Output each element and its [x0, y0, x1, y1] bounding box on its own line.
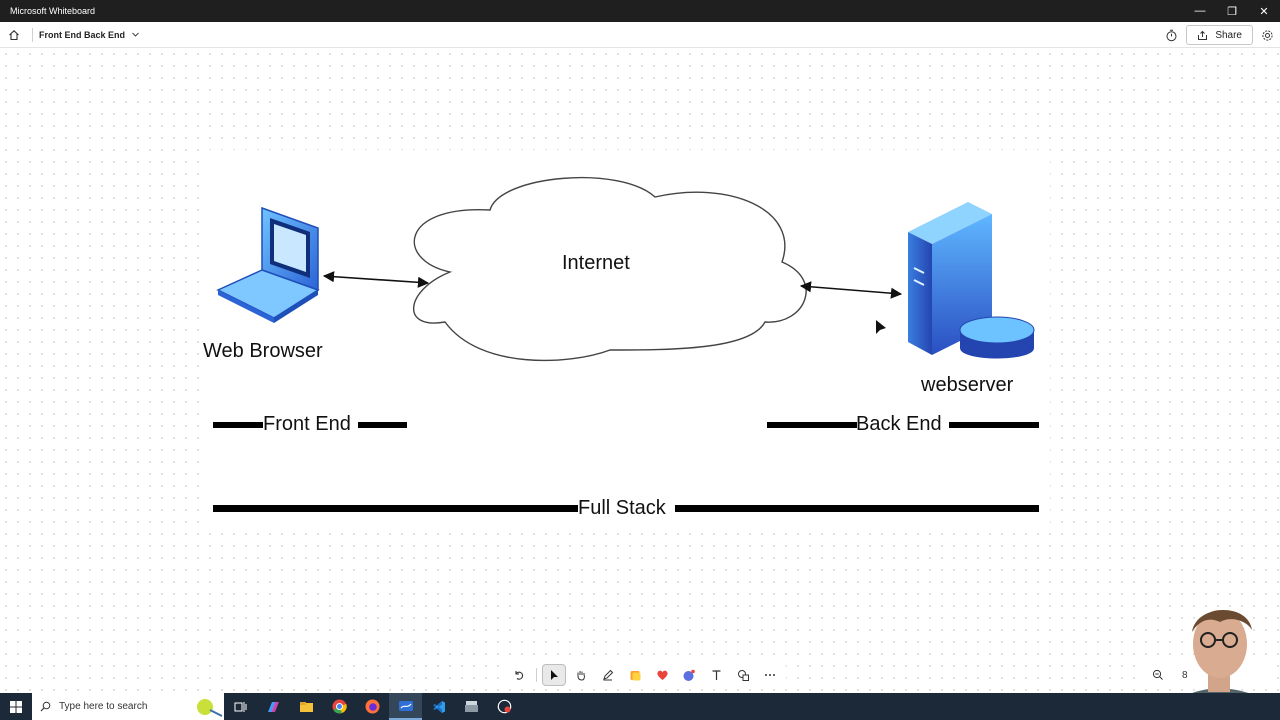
reaction-icon: [656, 670, 668, 680]
server-icon: [908, 202, 1035, 359]
front-end-label: Front End: [263, 413, 351, 435]
sticky-note-icon: [630, 670, 640, 680]
taskbar-search-box[interactable]: Type here to search: [32, 693, 224, 720]
zoom-out-icon[interactable]: [1152, 669, 1164, 681]
toolbar-right: Share: [1165, 22, 1274, 48]
pen-tool-button[interactable]: [596, 664, 620, 686]
copilot-button[interactable]: [677, 664, 701, 686]
web-browser-label: Web Browser: [203, 340, 323, 362]
taskbar-chrome[interactable]: [323, 693, 356, 720]
windows-taskbar: Type here to search: [0, 693, 1280, 720]
home-button[interactable]: [2, 23, 26, 47]
home-icon: [9, 29, 19, 40]
full-stack-bar-left: [213, 505, 578, 512]
architecture-diagram[interactable]: Internet Web Browser webserver Front End…: [200, 150, 1050, 530]
pen-icon: [603, 669, 614, 681]
toolbar-divider: [32, 27, 33, 42]
search-highlight-icon: [197, 698, 223, 717]
window-controls: — ❐ ✕: [1184, 0, 1280, 22]
taskbar-firefox[interactable]: [356, 693, 389, 720]
more-icon: [765, 674, 775, 676]
restore-button[interactable]: ❐: [1227, 5, 1237, 18]
hand-pan-icon: [577, 671, 585, 681]
shapes-icon: [737, 669, 749, 681]
chevron-down-icon: [132, 32, 139, 37]
folder-app-icon: [465, 701, 478, 712]
app-toolbar: Front End Back End Share: [0, 22, 1280, 48]
text-tool-button[interactable]: [704, 664, 728, 686]
search-placeholder: Type here to search: [59, 701, 148, 712]
back-end-label: Back End: [856, 413, 942, 435]
undo-icon: [515, 671, 524, 680]
taskbar-recorder[interactable]: [488, 693, 521, 720]
zoom-level: 8: [1182, 669, 1188, 681]
front-end-bar-left: [213, 422, 263, 428]
copilot-icon: [683, 669, 695, 681]
timer-icon[interactable]: [1165, 29, 1178, 42]
full-stack-bar-right: [675, 505, 1039, 512]
text-icon: [712, 670, 720, 680]
browser-internet-arrow: [322, 271, 430, 288]
sticky-note-button[interactable]: [623, 664, 647, 686]
screen-recorder-icon: [497, 699, 512, 714]
taskbar-folder-app[interactable]: [455, 693, 488, 720]
share-label: Share: [1215, 29, 1242, 41]
whiteboard-app-icon: [398, 700, 413, 711]
select-icon: [550, 670, 558, 680]
start-button[interactable]: [0, 693, 32, 720]
taskbar-file-explorer[interactable]: [290, 693, 323, 720]
minimize-button[interactable]: —: [1194, 5, 1206, 17]
firefox-icon: [365, 699, 380, 714]
undo-button[interactable]: [507, 664, 531, 686]
taskbar-copilot[interactable]: [257, 693, 290, 720]
back-end-bar-right: [949, 422, 1039, 428]
full-stack-label: Full Stack: [578, 497, 666, 519]
reaction-button[interactable]: [650, 664, 674, 686]
chrome-icon: [332, 699, 347, 714]
share-icon: [1198, 30, 1208, 40]
mouse-cursor-icon: [876, 320, 886, 334]
taskbar-task-view[interactable]: [224, 693, 257, 720]
taskbar-whiteboard[interactable]: [389, 693, 422, 720]
window-titlebar: Microsoft Whiteboard — ❐ ✕: [0, 0, 1280, 22]
board-title: Front End Back End: [39, 29, 126, 40]
vscode-icon: [432, 700, 445, 713]
toolbar-divider: [536, 668, 537, 682]
internet-label: Internet: [562, 252, 630, 274]
windows-logo-icon: [10, 700, 22, 713]
more-tools-button[interactable]: [758, 664, 782, 686]
drawing-toolbar: [503, 662, 786, 688]
board-title-dropdown[interactable]: Front End Back End: [39, 30, 140, 40]
taskbar-vscode[interactable]: [422, 693, 455, 720]
window-title: Microsoft Whiteboard: [10, 6, 96, 16]
pan-tool-button[interactable]: [569, 664, 593, 686]
copilot-app-icon: [268, 701, 279, 712]
back-end-bar-left: [767, 422, 857, 428]
close-button[interactable]: ✕: [1259, 5, 1269, 18]
webserver-label: webserver: [921, 374, 1014, 396]
file-explorer-icon: [300, 701, 313, 712]
shapes-tool-button[interactable]: [731, 664, 755, 686]
settings-gear-icon[interactable]: [1261, 29, 1274, 42]
internet-cloud: [413, 176, 807, 362]
search-icon: [40, 701, 51, 712]
select-tool-button[interactable]: [542, 664, 566, 686]
task-view-icon: [234, 701, 247, 712]
share-button[interactable]: Share: [1186, 25, 1253, 45]
front-end-bar-right: [358, 422, 407, 428]
laptop-icon: [216, 206, 320, 323]
internet-server-arrow: [799, 281, 903, 299]
